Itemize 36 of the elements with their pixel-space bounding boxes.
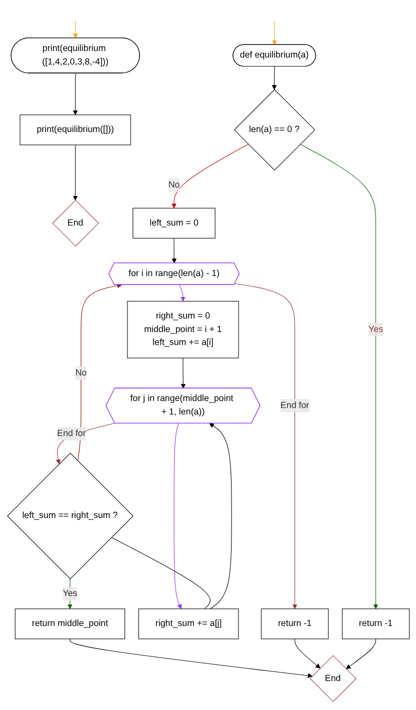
- connector: [110, 537, 210, 610]
- edge-label: End for: [280, 400, 309, 410]
- edge-label: Yes: [62, 588, 77, 598]
- node-diamond: End: [309, 655, 356, 702]
- arrow: [171, 238, 176, 264]
- arrow: [346, 638, 376, 670]
- edge-label: Yes: [368, 324, 383, 334]
- node-diamond: End: [52, 200, 99, 247]
- node-diamond: len(a) == 0 ?: [234, 89, 315, 171]
- node-box: return -1: [342, 608, 410, 640]
- arrow: [208, 423, 232, 610]
- arrow: [300, 144, 378, 610]
- arrow: [234, 283, 297, 610]
- edge-label: End for: [56, 428, 86, 438]
- arrow: [294, 638, 320, 668]
- arrow: [171, 144, 248, 208]
- node-box: print(equilibrium([])): [19, 114, 131, 146]
- node-diamond: left_sum == right_sum ?: [6, 452, 134, 580]
- node-box: return -1: [260, 608, 328, 640]
- arrow: [178, 284, 186, 302]
- arrow: [77, 283, 122, 462]
- node-box: left_sum = 0: [132, 208, 215, 238]
- arrow: [72, 72, 78, 116]
- arrow: [55, 422, 115, 464]
- arrow: [72, 20, 78, 38]
- arrow: [173, 423, 182, 610]
- edge-label: No: [168, 180, 180, 190]
- edge-label: No: [74, 368, 86, 378]
- arrow: [69, 638, 312, 678]
- node-box: return middle_point: [14, 608, 125, 640]
- arrow: [180, 358, 186, 389]
- node-box: right_sum += a[j]: [138, 608, 238, 640]
- node-box: right_sum = 0 middle_point = i + 1 left_sum += a[i]: [126, 300, 238, 358]
- arrow: [272, 20, 277, 46]
- arrow: [271, 66, 276, 90]
- arrow: [72, 144, 78, 200]
